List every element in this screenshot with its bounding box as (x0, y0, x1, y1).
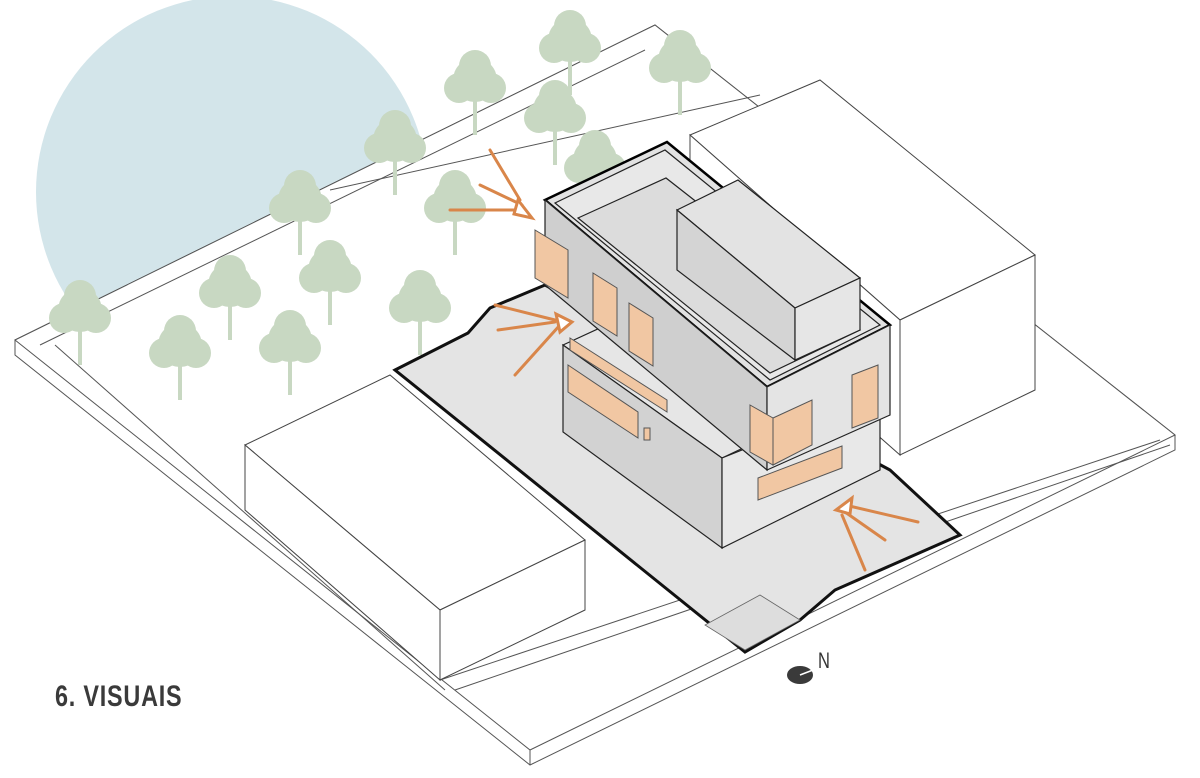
tree-icon (269, 170, 331, 255)
tree-icon (259, 310, 321, 395)
view-arrowhead-icon (512, 196, 536, 221)
view-arrowhead-icon (553, 311, 575, 335)
view-line (478, 183, 524, 207)
view-arrows (448, 148, 920, 572)
view-line (843, 510, 887, 542)
view-line (488, 148, 522, 202)
tree-icon (389, 270, 451, 355)
tree-icon (49, 280, 111, 365)
diagram-title: 6. VISUAIS (55, 680, 183, 713)
north-arrow-icon (787, 666, 814, 684)
north-label: N (818, 648, 830, 673)
house (534, 140, 893, 550)
view-arrowhead-icon (832, 494, 854, 516)
view-line (513, 323, 562, 377)
view-line (840, 513, 867, 572)
tree-icon (649, 30, 711, 115)
tree-icon (199, 255, 261, 340)
view-line (843, 503, 920, 524)
tree-icon (364, 110, 426, 195)
tree-icon (149, 315, 211, 400)
neighbour-building-left (244, 374, 586, 682)
tree-icon (299, 240, 361, 325)
lot-inner-path (704, 594, 801, 651)
view-line (496, 320, 557, 332)
view-line (493, 303, 557, 322)
trees (49, 10, 711, 400)
windows (534, 229, 879, 501)
tree-icon (444, 50, 506, 135)
tree-icon (524, 80, 586, 165)
tree-icon (539, 10, 601, 95)
